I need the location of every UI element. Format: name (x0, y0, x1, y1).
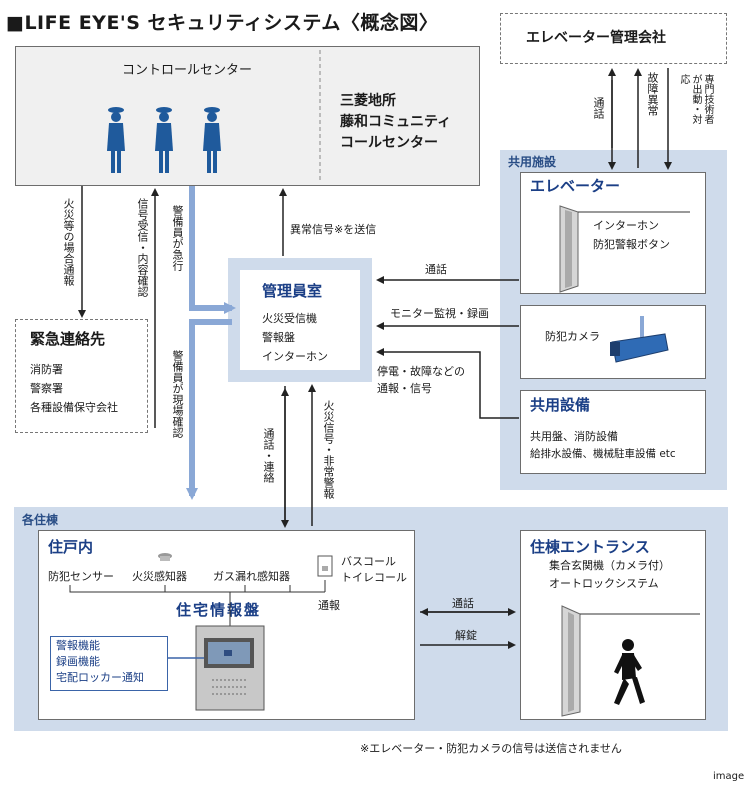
guard-route (189, 186, 236, 314)
security-camera-icon (610, 316, 669, 363)
page-title: ■LIFE EYE'S セキュリティシステム〈概念図〉 (6, 12, 439, 34)
label-expert: 専門技術者が出動・対応 (678, 74, 713, 124)
elevator-item1: インターホン (593, 219, 659, 232)
entrance-box (520, 530, 706, 720)
label-fire-report: 火災等の場合通報 (62, 198, 75, 286)
emergency-box (15, 319, 148, 433)
emergency-title: 緊急連絡先 (30, 330, 106, 348)
company-line2: 藤和コミュニティ (340, 114, 452, 130)
elevator-item2: 防犯警報ボタン (593, 238, 670, 251)
manager-item1: 火災受信機 (262, 312, 317, 325)
manager-room-title: 管理員室 (262, 282, 323, 300)
elevator-title: エレベーター (530, 177, 621, 195)
entrance-door-icon (561, 605, 700, 717)
unit-report-label: 通報 (318, 599, 340, 612)
person-icon (614, 639, 645, 705)
label-outage-1: 停電・故障などの (377, 365, 465, 378)
function-locker: 宅配ロッカー通知 (56, 671, 144, 684)
entrance-line1: 集合玄関機（カメラ付） (549, 559, 670, 572)
function-alarm: 警報機能 (56, 639, 100, 652)
elevator-door-icon (559, 205, 690, 293)
label-call-contact: 通話・連絡 (262, 428, 275, 483)
emergency-item3: 各種設備保守会社 (30, 401, 118, 414)
camera-label: 防犯カメラ (545, 330, 600, 343)
entrance-title: 住棟エントランス (530, 538, 650, 556)
label-signal-check: 信号受信・内容確認 (136, 198, 149, 297)
elevator-box (520, 172, 706, 294)
emergency-item1: 消防署 (30, 363, 63, 376)
equipment-title: 共用設備 (530, 396, 591, 414)
label-guard-rush: 警備員が急行 (171, 205, 184, 271)
label-guard-onsite: 警備員が現場確認 (171, 350, 184, 438)
emergency-item2: 警察署 (30, 382, 63, 395)
elevator-company-label: エレベーター管理会社 (526, 30, 666, 46)
equipment-line1: 共用盤、消防設備 (530, 430, 618, 443)
residences-label: 各住棟 (22, 513, 59, 527)
company-line1: 三菱地所 (340, 93, 396, 109)
toilet-call: トイレコール (341, 571, 407, 584)
label-elevator-call: 通話 (425, 263, 447, 276)
label-fault: 故障異常 (646, 72, 659, 116)
equipment-box (520, 390, 706, 474)
elevator-company-box (500, 13, 727, 64)
label-abnormal-signal: 異常信号※を送信 (290, 223, 377, 236)
control-center-box (15, 46, 480, 186)
company-line3: コールセンター (340, 135, 438, 151)
shared-facilities-label: 共用施設 (508, 155, 557, 169)
manager-room-box (240, 270, 360, 370)
control-center-label: コントロールセンター (122, 63, 253, 78)
label-monitor: モニター監視・録画 (390, 307, 489, 320)
bath-call: バスコール (341, 555, 396, 568)
sensor-gas: ガス漏れ感知器 (213, 570, 290, 583)
entrance-line2: オートロックシステム (549, 577, 659, 590)
image-label: image (713, 771, 745, 782)
label-elev-call: 通話 (592, 97, 605, 119)
label-entrance-call: 通話 (452, 597, 474, 610)
unit-title: 住戸内 (48, 538, 94, 556)
guard-icon (107, 107, 221, 173)
equipment-line2: 給排水設備、機械駐車設備 etc (530, 448, 676, 460)
label-outage-2: 通報・信号 (377, 382, 432, 395)
label-fire-signal: 火災信号・非常警報 (322, 400, 335, 499)
fire-detector-icon (158, 553, 172, 561)
home-panel-title: 住宅情報盤 (176, 601, 262, 619)
home-panel-device (195, 625, 265, 711)
manager-item3: インターホン (262, 350, 328, 363)
label-unlock: 解錠 (455, 629, 477, 642)
sensor-fire: 火災感知器 (132, 570, 187, 583)
function-record: 録画機能 (56, 655, 100, 668)
manager-item2: 警報盤 (262, 331, 295, 344)
home-panel-functions-box (50, 636, 168, 691)
footnote: ※エレベーター・防犯カメラの信号は送信されません (360, 742, 622, 755)
sensor-security: 防犯センサー (48, 570, 114, 583)
